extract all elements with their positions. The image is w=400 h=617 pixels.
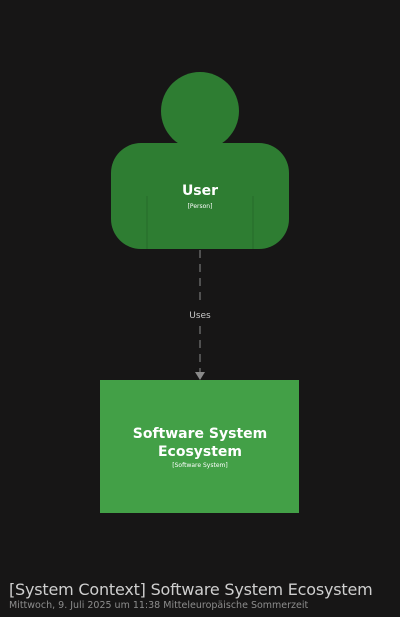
diagram-title: [System Context] Software System Ecosyst… (9, 580, 373, 599)
software-system-node[interactable]: Software System Ecosystem [Software Syst… (100, 380, 299, 513)
software-system-box (100, 380, 299, 513)
user-type-label: [Person] (188, 203, 213, 210)
user-name-label: User (182, 183, 218, 199)
software-system-name-line1: Software System (133, 426, 267, 442)
user-person-body (111, 143, 289, 249)
uses-edge-label: Uses (189, 311, 211, 321)
uses-relationship[interactable]: Uses (189, 250, 211, 380)
uses-edge-arrowhead (195, 372, 205, 380)
diagram-timestamp: Mittwoch, 9. Juli 2025 um 11:38 Mitteleu… (9, 600, 309, 611)
software-system-name-line2: Ecosystem (158, 444, 242, 460)
software-system-type-label: [Software System] (172, 462, 227, 469)
user-person-node[interactable]: User [Person] (111, 72, 289, 249)
user-person-head (161, 72, 239, 150)
